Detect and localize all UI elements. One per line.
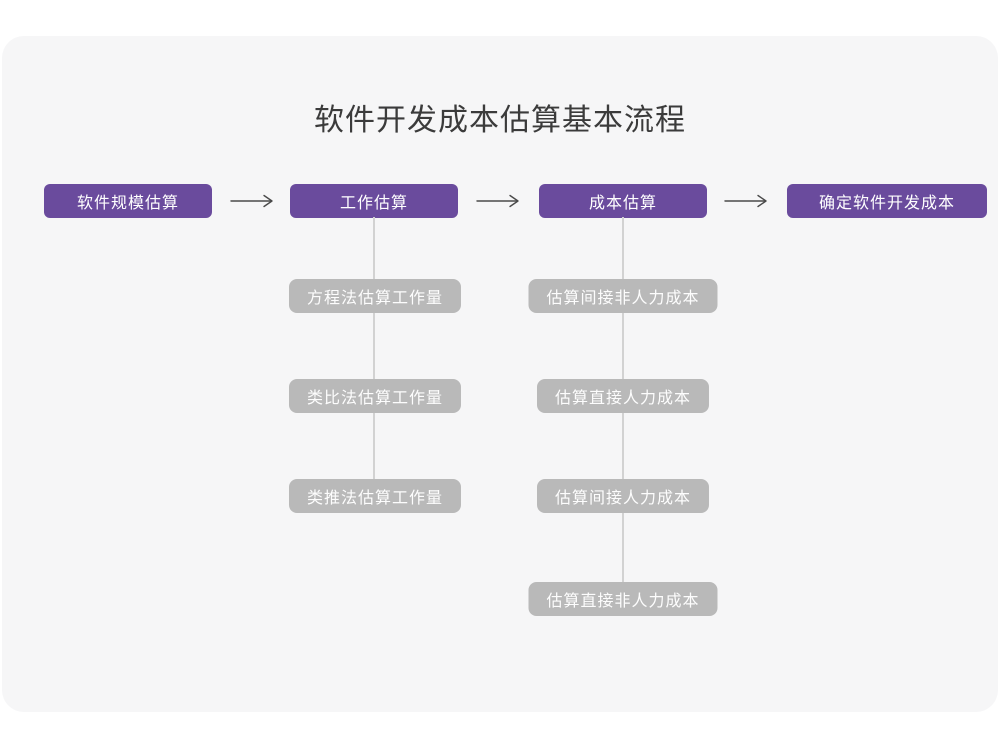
substep-node-extrapolation-method: 类推法估算工作量: [288, 479, 462, 513]
stage-node-software-scale-estimation: 软件规模估算: [44, 184, 212, 218]
arrow-right-icon: [230, 194, 273, 208]
substep-node-direct-nonlabor-cost: 估算直接非人力成本: [528, 582, 718, 616]
flowchart-card: [2, 36, 998, 712]
substep-node-indirect-nonlabor-cost: 估算间接非人力成本: [528, 279, 718, 313]
arrow-right-icon: [476, 194, 519, 208]
substep-node-indirect-labor-cost: 估算间接人力成本: [536, 479, 710, 513]
stage-node-determine-development-cost: 确定软件开发成本: [786, 184, 988, 218]
diagram-title: 软件开发成本估算基本流程: [314, 104, 686, 137]
substep-node-direct-labor-cost: 估算直接人力成本: [536, 379, 710, 413]
substep-node-equation-method: 方程法估算工作量: [288, 279, 462, 313]
substep-node-analogy-method: 类比法估算工作量: [288, 379, 462, 413]
stage-node-effort-estimation: 工作估算: [290, 184, 458, 218]
connector-line-effort-column: [373, 217, 375, 497]
arrow-right-icon: [724, 194, 767, 208]
stage-node-cost-estimation: 成本估算: [539, 184, 707, 218]
